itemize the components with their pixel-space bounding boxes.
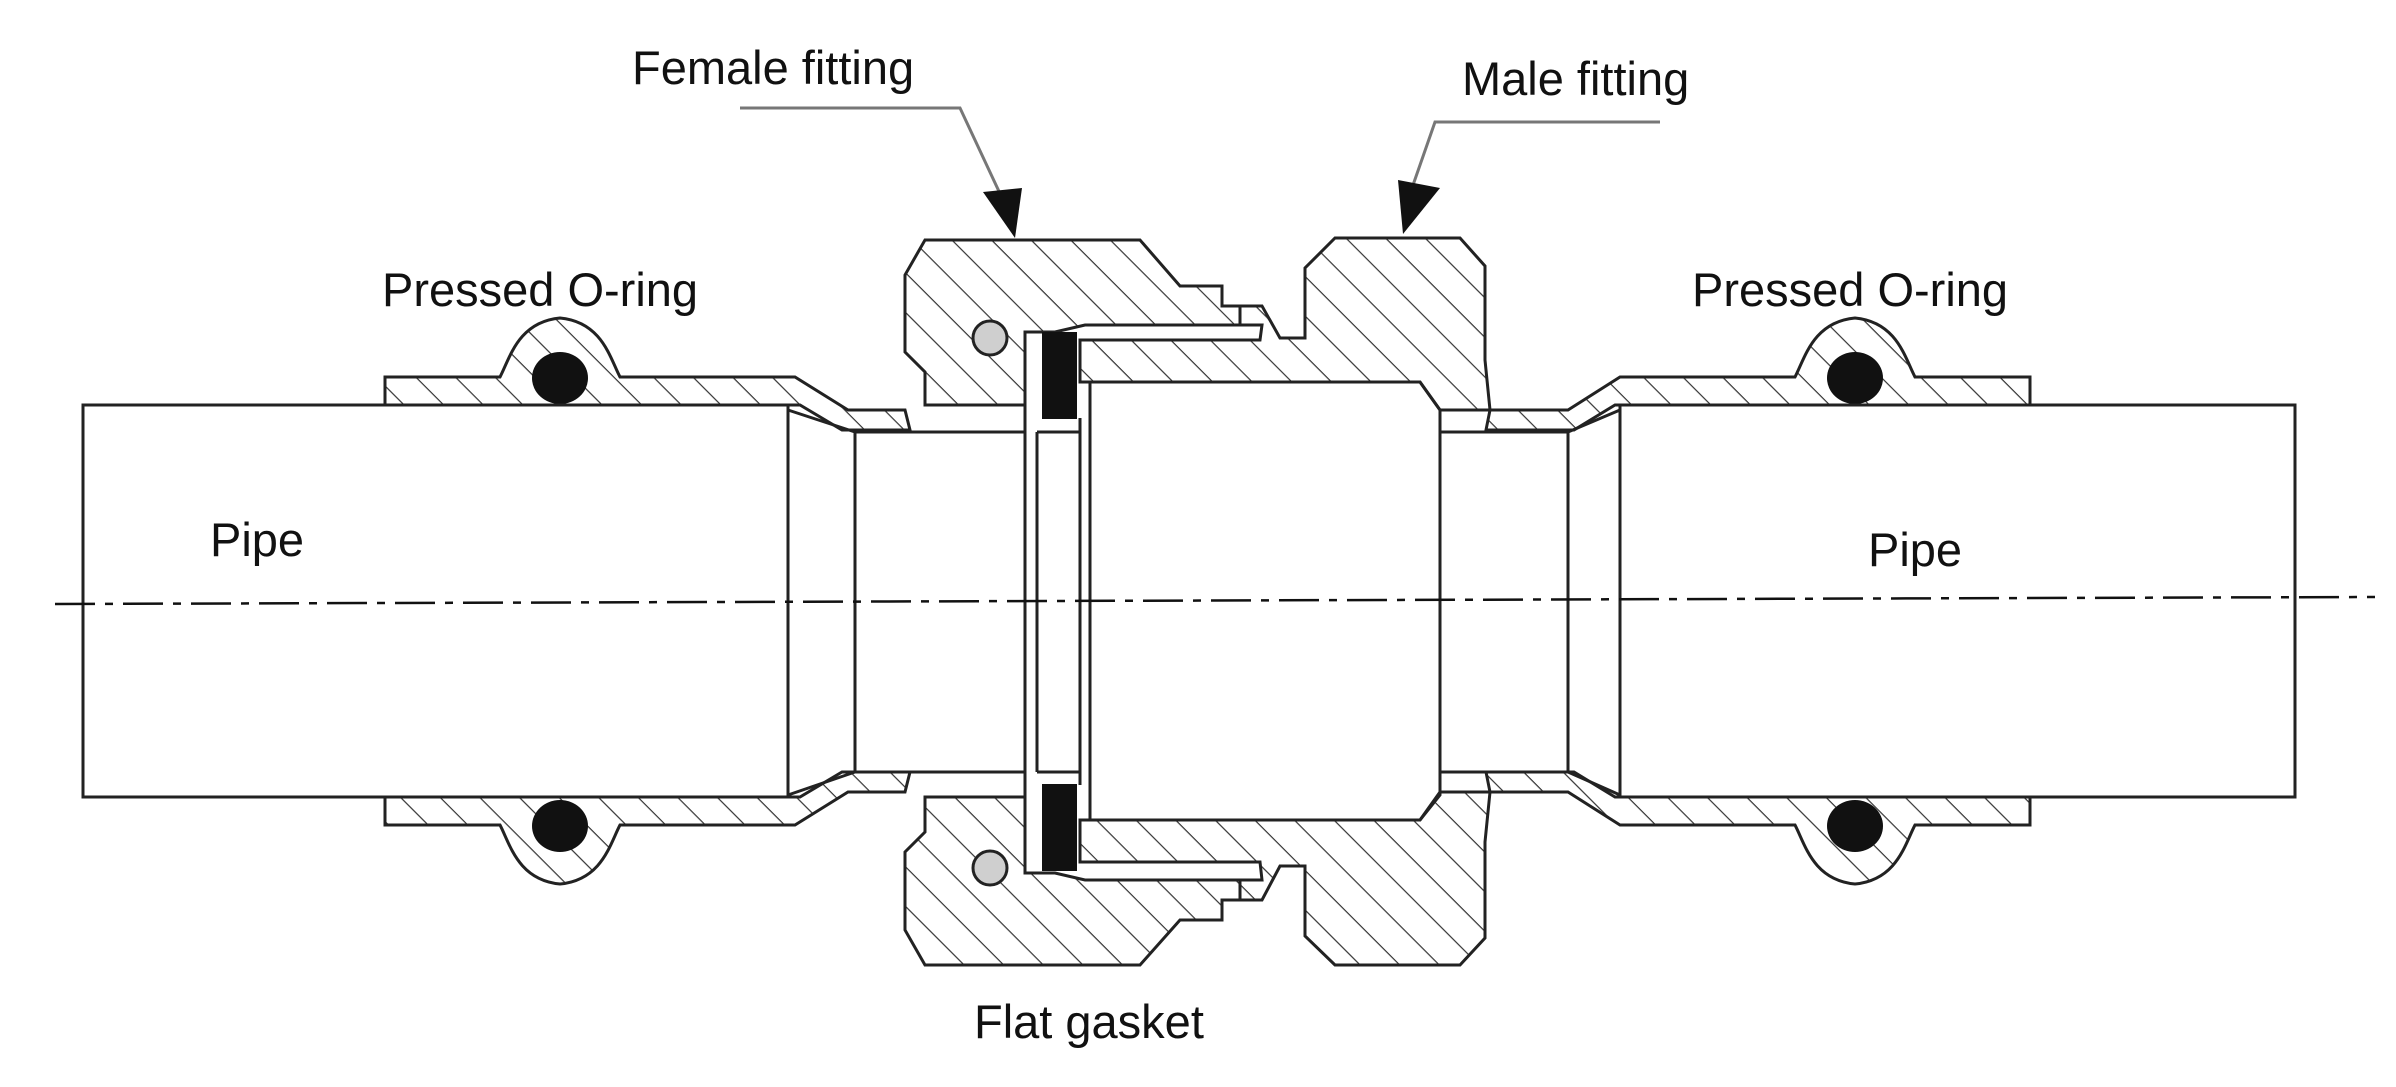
- label-pressed-oring-left: Pressed O-ring: [382, 263, 699, 316]
- pressed-oring-right-top: [1827, 352, 1883, 404]
- pressed-oring-left-top: [532, 352, 588, 404]
- label-pipe-left: Pipe: [210, 513, 305, 566]
- right-press-sleeve-bottom: [1484, 770, 2032, 886]
- label-female-fitting: Female fitting: [632, 41, 915, 94]
- label-pipe-right: Pipe: [1868, 523, 1963, 576]
- pipe-right-body: [1618, 403, 2297, 799]
- flat-gasket-top: [1042, 332, 1077, 419]
- female-fitting-leader: [740, 106, 1005, 201]
- female-fitting-arrow: [983, 188, 1022, 238]
- male-fitting-leader: [1410, 120, 1660, 189]
- left-press-sleeve-top: [383, 316, 912, 432]
- nut-oring-bottom: [971, 849, 1009, 887]
- nut-oring-top: [971, 319, 1009, 357]
- right-press-sleeve-top: [1484, 316, 2032, 432]
- female-fitting-nut-bottom: [903, 795, 1242, 967]
- male-fitting-body-top: [1078, 236, 1492, 412]
- pressed-oring-left-bottom: [532, 800, 588, 852]
- male-fitting-body-bottom: [1078, 790, 1492, 967]
- inner-bore-right: [1440, 408, 1621, 797]
- pressed-oring-right-bottom: [1827, 800, 1883, 852]
- center-axis: [54, 595, 2376, 606]
- male-fitting-arrow: [1398, 180, 1440, 234]
- female-fitting-nut-top: [903, 238, 1242, 407]
- label-flat-gasket: Flat gasket: [974, 995, 1204, 1048]
- left-press-sleeve-bottom: [383, 770, 912, 886]
- label-pressed-oring-right: Pressed O-ring: [1692, 263, 2009, 316]
- label-male-fitting: Male fitting: [1462, 52, 1690, 105]
- flat-gasket-bottom: [1042, 784, 1077, 871]
